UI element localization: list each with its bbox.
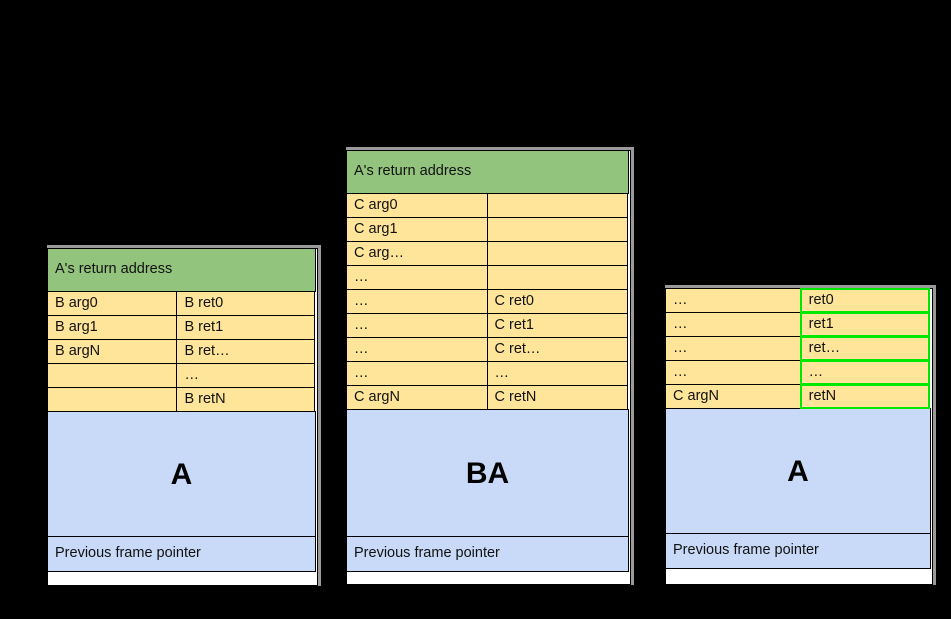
table-row: B argN B ret… <box>47 339 317 364</box>
table-row: … ret… <box>665 336 932 361</box>
header-row: A's return address <box>47 248 317 292</box>
arg-cell: B arg0 <box>47 291 178 316</box>
ret-cell-highlighted: ret… <box>799 336 930 361</box>
table-row: C arg0 <box>346 193 630 218</box>
table-row: … ret0 <box>665 288 932 313</box>
ret-cell: C ret1 <box>486 313 628 338</box>
ret-cell <box>486 217 628 242</box>
table-row: B arg1 B ret1 <box>47 315 317 340</box>
frame-body-row: A <box>47 411 317 537</box>
frame-pointer-row: Previous frame pointer <box>47 536 317 572</box>
arg-cell: … <box>346 265 488 290</box>
table-row: … <box>47 363 317 388</box>
ret-cell: C retN <box>486 385 628 410</box>
frame-body-row: A <box>665 408 932 534</box>
previous-frame-pointer-label: Previous frame pointer <box>47 536 316 572</box>
arg-cell: … <box>665 288 801 313</box>
ret-cell <box>486 265 628 290</box>
ret-cell <box>486 241 628 266</box>
table-row: … <box>346 265 630 290</box>
arg-cell <box>47 363 178 388</box>
frame-body-label: A <box>665 408 931 534</box>
arg-cell: C argN <box>346 385 488 410</box>
header-row: A's return address <box>346 150 630 194</box>
arg-cell: C arg… <box>346 241 488 266</box>
ret-cell-highlighted: … <box>799 360 930 385</box>
stack-frame-panel-3: … ret0 … ret1 … ret… … … C argN retN A P… <box>665 288 933 585</box>
table-row: C arg1 <box>346 217 630 242</box>
arg-cell: B argN <box>47 339 178 364</box>
table-row: … … <box>346 361 630 386</box>
ret-cell: B ret0 <box>176 291 315 316</box>
previous-frame-pointer-label: Previous frame pointer <box>346 536 629 572</box>
arg-cell <box>47 387 178 412</box>
ret-cell: … <box>486 361 628 386</box>
table-row: C argN C retN <box>346 385 630 410</box>
table-row: … C ret… <box>346 337 630 362</box>
arg-cell: … <box>665 360 801 385</box>
return-address-cell: A's return address <box>346 150 629 194</box>
table-row: C argN retN <box>665 384 932 409</box>
arg-cell: … <box>665 312 801 337</box>
table-row: B arg0 B ret0 <box>47 291 317 316</box>
arg-cell: C arg1 <box>346 217 488 242</box>
arg-cell: … <box>346 337 488 362</box>
stack-frame-panel-2: A's return address C arg0 C arg1 C arg… … <box>346 150 631 585</box>
ret-cell: C ret0 <box>486 289 628 314</box>
table-row: … ret1 <box>665 312 932 337</box>
ret-cell-highlighted: ret0 <box>799 288 930 313</box>
stack-frame-panel-1: A's return address B arg0 B ret0 B arg1 … <box>47 248 318 586</box>
ret-cell: B retN <box>176 387 315 412</box>
table-row: … C ret1 <box>346 313 630 338</box>
arg-cell: B arg1 <box>47 315 178 340</box>
table-row: … C ret0 <box>346 289 630 314</box>
ret-cell <box>486 193 628 218</box>
ret-cell: C ret… <box>486 337 628 362</box>
ret-cell-highlighted: retN <box>799 384 930 409</box>
frame-body-label: A <box>47 411 316 537</box>
frame-pointer-row: Previous frame pointer <box>346 536 630 572</box>
ret-cell: B ret1 <box>176 315 315 340</box>
previous-frame-pointer-label: Previous frame pointer <box>665 533 931 569</box>
return-address-cell: A's return address <box>47 248 316 292</box>
arg-cell: … <box>346 289 488 314</box>
arg-cell: C argN <box>665 384 801 409</box>
table-row: C arg… <box>346 241 630 266</box>
table-row: … … <box>665 360 932 385</box>
frame-pointer-row: Previous frame pointer <box>665 533 932 569</box>
frame-body-label: BA <box>346 409 629 537</box>
frame-body-row: BA <box>346 409 630 537</box>
table-row: B retN <box>47 387 317 412</box>
arg-cell: … <box>346 361 488 386</box>
ret-cell: B ret… <box>176 339 315 364</box>
arg-cell: C arg0 <box>346 193 488 218</box>
arg-cell: … <box>665 336 801 361</box>
ret-cell-highlighted: ret1 <box>799 312 930 337</box>
ret-cell: … <box>176 363 315 388</box>
arg-cell: … <box>346 313 488 338</box>
